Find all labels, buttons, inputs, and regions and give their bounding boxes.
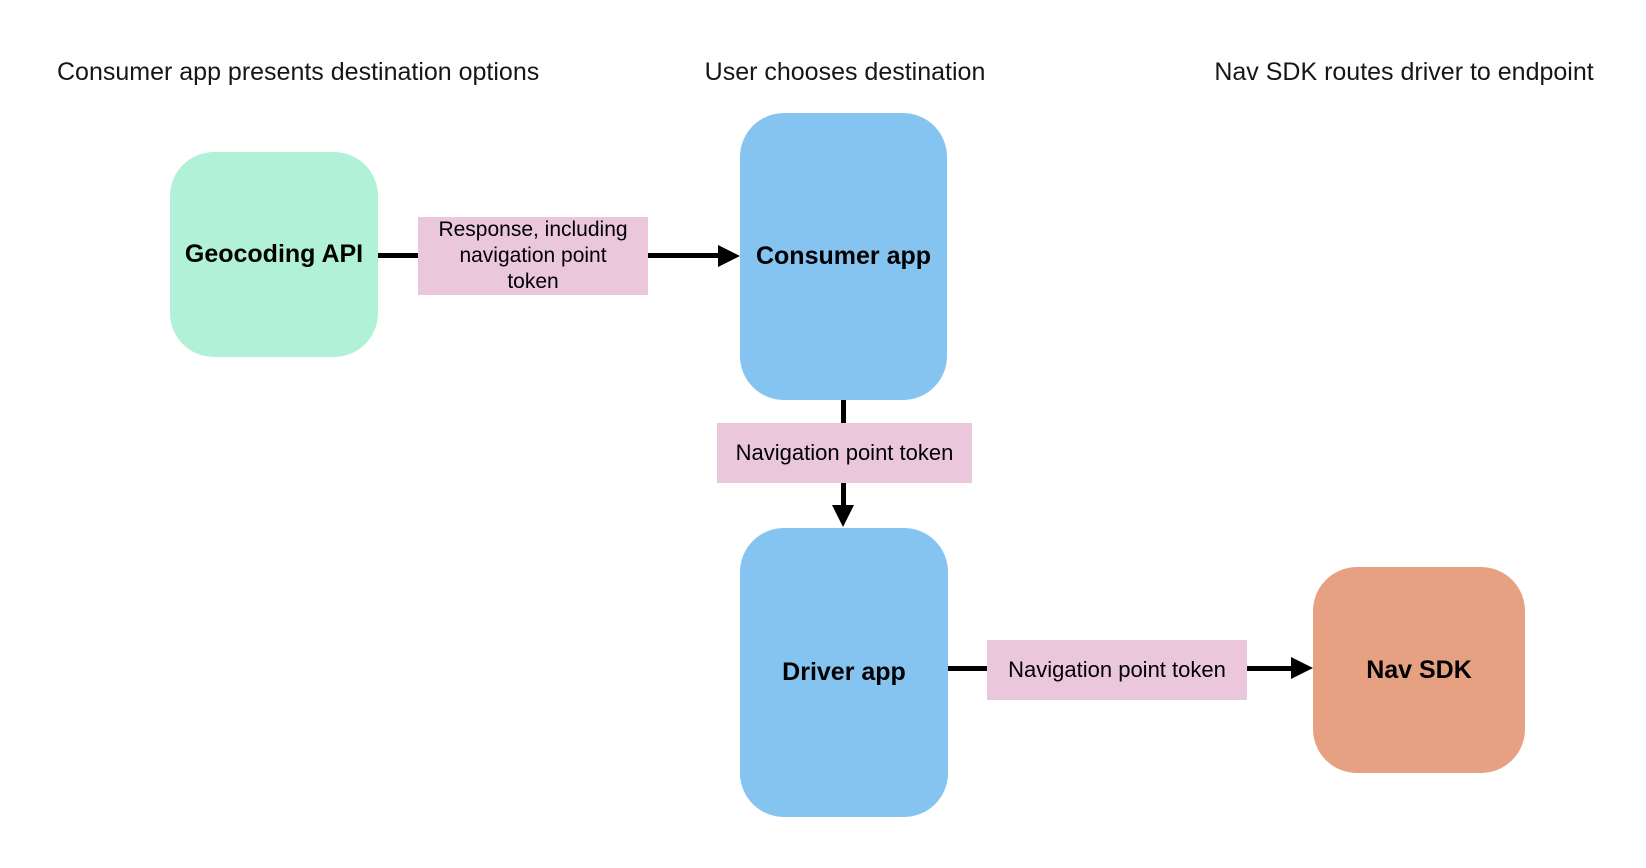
node-consumer-app: Consumer app: [740, 113, 947, 400]
arrow-head-icon-down: [832, 505, 854, 527]
node-geocoding-api: Geocoding API: [170, 152, 378, 357]
node-label-consumer-app: Consumer app: [755, 242, 932, 270]
arrow-head-icon-right: [1291, 657, 1313, 679]
node-nav-sdk: Nav SDK: [1313, 567, 1525, 773]
arrow-head-icon-right: [718, 245, 740, 267]
edge-label-text: Navigation point token: [735, 440, 954, 465]
edge-label-response-token: Response, including navigation point tok…: [418, 217, 648, 295]
edge-label-text: Response, including navigation point tok…: [438, 218, 628, 293]
column-heading-consumer-presents: Consumer app presents destination option…: [57, 58, 540, 86]
node-label-driver-app: Driver app: [782, 658, 906, 686]
node-driver-app: Driver app: [740, 528, 948, 817]
edge-label-text: Navigation point token: [1008, 657, 1226, 682]
column-heading-navsdk-routes: Nav SDK routes driver to endpoint: [1214, 58, 1594, 86]
column-heading-user-chooses: User chooses destination: [704, 58, 986, 86]
edge-label-navigation-point-token-1: Navigation point token: [717, 423, 972, 483]
node-label-geocoding-api: Geocoding API: [184, 240, 364, 268]
edge-label-navigation-point-token-2: Navigation point token: [987, 640, 1247, 700]
node-label-nav-sdk: Nav SDK: [1366, 655, 1472, 684]
